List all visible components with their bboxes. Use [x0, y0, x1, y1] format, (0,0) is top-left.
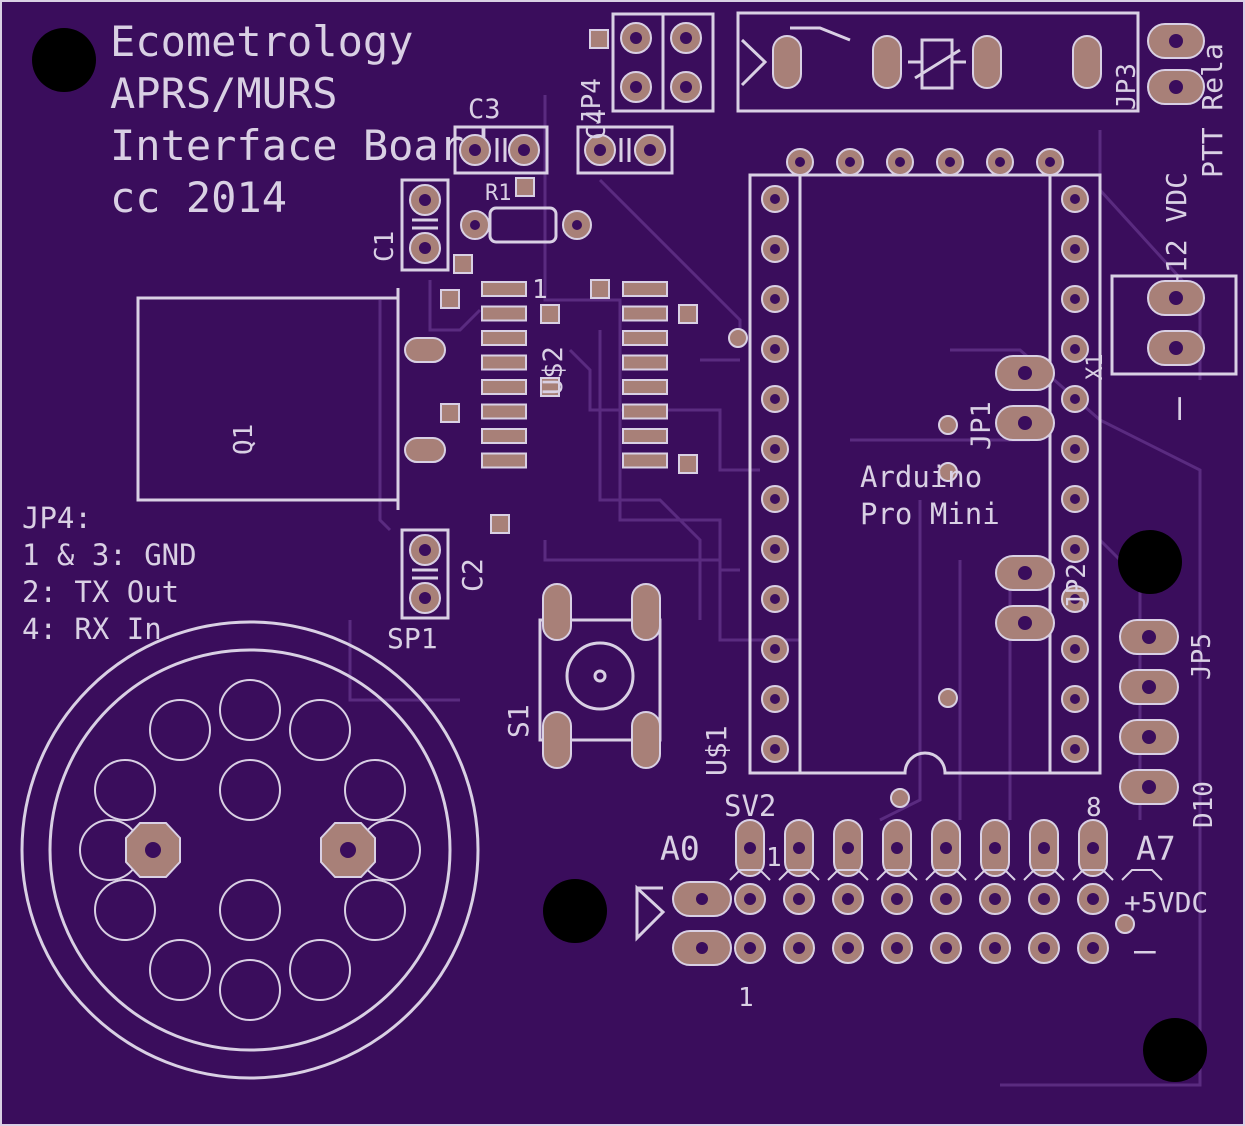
- ptt-label: PTT Rela: [1196, 43, 1229, 178]
- mounting-hole: [543, 879, 607, 943]
- c1-label: C1: [370, 231, 400, 262]
- vias: [440, 177, 1135, 934]
- jp5-label: JP5: [1187, 633, 1217, 680]
- a0-label: A0: [660, 829, 700, 868]
- arduino-label-1: Arduino: [860, 460, 982, 494]
- jp4-notes: JP4: 1 & 3: GND 2: TX Out 4: RX In: [22, 501, 197, 646]
- r1-resistor: R1: [460, 181, 592, 244]
- ptt-pads: [1147, 23, 1205, 105]
- jp2-jumper: JP2: [995, 555, 1092, 641]
- q1-label: Q1: [229, 424, 259, 455]
- sv2-pin1-label: 1: [766, 843, 782, 873]
- s1-pushbutton[interactable]: S1: [502, 583, 662, 769]
- c2-label: C2: [456, 558, 489, 592]
- mounting-hole: [1143, 1018, 1207, 1082]
- c3-label: C3: [468, 94, 501, 125]
- vdc5-label: +5VDC: [1124, 886, 1208, 919]
- jp2-label: JP2: [1062, 563, 1092, 610]
- c4-capacitor: C4: [576, 109, 674, 175]
- power-terminal: –: [1110, 274, 1238, 420]
- ic-pin-pad: [481, 281, 527, 297]
- ic-pin-pad: [622, 428, 668, 444]
- title-line-1: Ecometrology: [110, 17, 413, 66]
- board-title: Ecometrology APRS/MURS Interface Board c…: [110, 17, 489, 222]
- c4-label: C4: [582, 109, 612, 140]
- ic-pin-pad: [481, 403, 527, 420]
- s1-label: S1: [502, 704, 535, 738]
- ic-pin-pad: [481, 428, 527, 444]
- jp5-header: JP5 D10: [1119, 619, 1219, 828]
- sv2-header: [672, 819, 1163, 966]
- us1-label: U$1: [700, 725, 733, 776]
- power-row-pin1-label: 1: [738, 983, 754, 1013]
- jp4-header: JP4: [577, 12, 715, 125]
- ic-pin-pad: [622, 452, 668, 469]
- a7-label: A7: [1136, 829, 1176, 868]
- arduino-pro-mini: Arduino Pro Mini X1: [748, 148, 1108, 775]
- jp3-label: JP3: [1112, 63, 1142, 110]
- jp4-label: JP4: [577, 78, 607, 125]
- title-line-4: cc 2014: [110, 173, 287, 222]
- x1-label: X1: [1083, 354, 1108, 381]
- ic-pin-pad: [481, 452, 527, 469]
- mounting-hole: [1118, 530, 1182, 594]
- jp1-label: JP1: [966, 401, 997, 450]
- us2-label: U$2: [538, 346, 569, 395]
- ic-pin-pad: [622, 403, 668, 420]
- speaker-footprint: [20, 620, 480, 1080]
- sp1-label: SP1: [387, 622, 438, 655]
- d10-label: D10: [1189, 781, 1219, 828]
- title-line-3: Interface Board: [110, 121, 489, 170]
- title-line-2: APRS/MURS: [110, 69, 338, 118]
- sp1-connector: SP1 C2: [387, 528, 489, 655]
- us2-ic: [481, 281, 668, 469]
- c1-capacitor: C1: [370, 178, 450, 272]
- us2-pin1-label: 1: [532, 275, 548, 305]
- q1-transistor: Q1: [136, 288, 446, 510]
- jp3-relay: JP3: [736, 11, 1142, 113]
- ic-pin-pad: [481, 354, 527, 371]
- r1-label: R1: [485, 181, 512, 206]
- c3-capacitor: C3: [453, 94, 549, 175]
- power-minus-label: –: [1155, 397, 1199, 420]
- ic-pin-pad: [622, 330, 668, 346]
- minus-5v-label: –: [1134, 930, 1156, 971]
- ic-pin-pad: [481, 379, 527, 395]
- pin1-marker-icon: [635, 884, 666, 942]
- jp4-note-line-3: 4: RX In: [22, 612, 162, 646]
- jp4-note-line-1: 1 & 3: GND: [22, 538, 197, 572]
- sv2-pin8-label: 8: [1086, 793, 1102, 823]
- jp1-jumper: JP1: [966, 355, 1055, 450]
- ic-pin-pad: [481, 330, 527, 346]
- arduino-label-2: Pro Mini: [860, 497, 1000, 531]
- ic-pin-pad: [481, 305, 527, 322]
- ic-pin-pad: [622, 281, 668, 297]
- ic-pin-pad: [622, 305, 668, 322]
- jp4-note-line-2: 2: TX Out: [22, 575, 179, 609]
- jp4-note-header: JP4:: [22, 501, 92, 535]
- ic-pin-pad: [622, 354, 668, 371]
- mounting-hole: [32, 28, 96, 92]
- sv2-label: SV2: [724, 789, 776, 823]
- vdc12-label: +12 VDC: [1160, 172, 1193, 290]
- ic-pin-pad: [622, 379, 668, 395]
